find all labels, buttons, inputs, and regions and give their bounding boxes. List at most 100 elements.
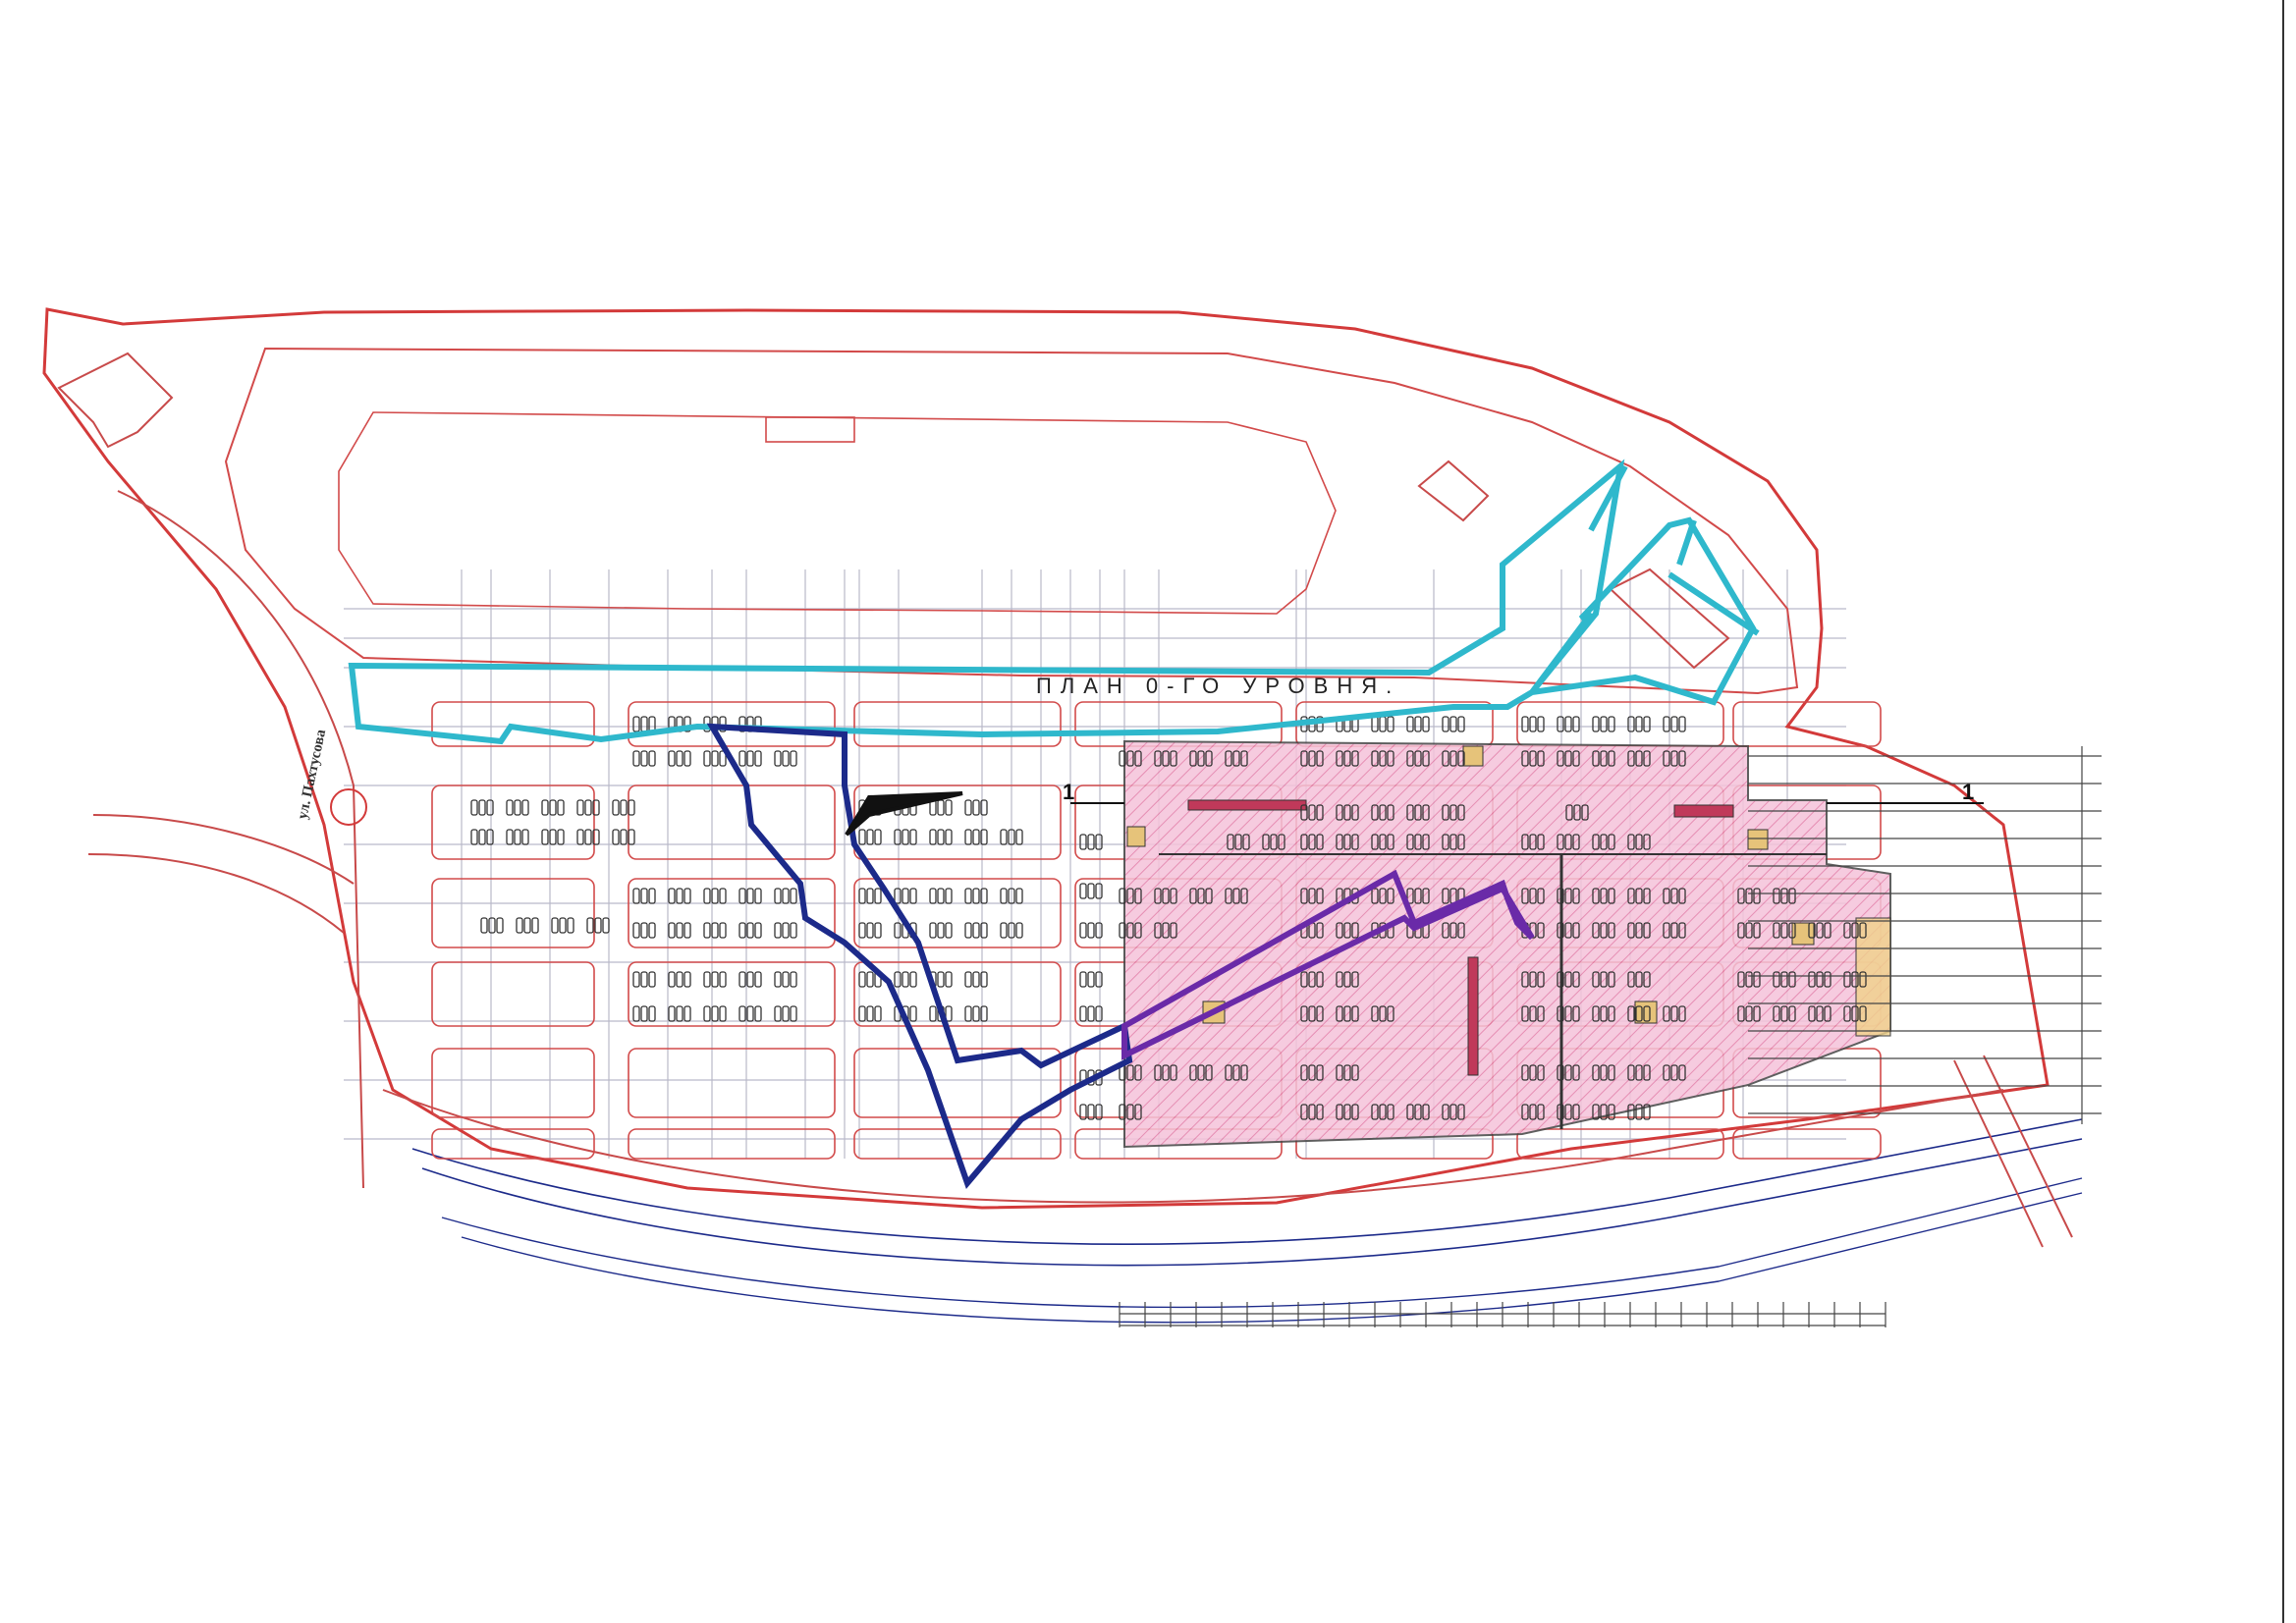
parking-stall-icon: [902, 971, 909, 988]
parking-stall-icon: [557, 829, 565, 845]
parking-stall-icon: [1371, 804, 1379, 821]
parking-stall-icon: [1343, 1064, 1351, 1081]
right-road-branch-1: [1953, 1059, 2044, 1248]
parking-stall-icon: [980, 922, 988, 939]
parking-stall-icon: [1851, 922, 1859, 939]
parking-stall-icon: [972, 799, 980, 816]
parking-block: [853, 1048, 1062, 1118]
parking-stall-icon: [1843, 922, 1851, 939]
parking-stall-icon: [1371, 716, 1379, 732]
parking-block: [628, 1128, 836, 1160]
parking-stall-icon: [754, 888, 762, 904]
parking-stall-icon: [488, 917, 496, 934]
parking-stall-icon: [1442, 1104, 1449, 1120]
parking-stall-icon: [894, 971, 902, 988]
parking-stall-icon: [1343, 804, 1351, 821]
parking-stall-icon: [1015, 829, 1023, 845]
parking-stall-icon: [1225, 888, 1232, 904]
parking-stall-icon: [478, 799, 486, 816]
parking-stall-icon: [470, 799, 478, 816]
parking-stall-icon: [711, 922, 719, 939]
parking-block: [1074, 701, 1283, 747]
parking-stall-icon: [683, 922, 691, 939]
parking-stall-icon: [1008, 922, 1015, 939]
parking-stall-icon: [711, 1005, 719, 1022]
parking-stall-icon: [1015, 922, 1023, 939]
parking-stall-icon: [1600, 750, 1608, 767]
parking-stall-icon: [1678, 750, 1686, 767]
parking-stall-icon: [1627, 750, 1635, 767]
parking-stall-icon: [1635, 1005, 1643, 1022]
parking-stall-icon: [1205, 888, 1213, 904]
parking-stall-icon: [1227, 834, 1234, 850]
parking-stall-icon: [972, 888, 980, 904]
parking-stall-icon: [1529, 834, 1537, 850]
parking-stall-icon: [1537, 888, 1545, 904]
parking-stall-icon: [1564, 922, 1572, 939]
parking-stall-icon: [683, 888, 691, 904]
parking-stall-icon: [1262, 834, 1270, 850]
parking-stall-icon: [1572, 971, 1580, 988]
parking-stall-icon: [1087, 922, 1095, 939]
parking-stall-icon: [1134, 888, 1142, 904]
parking-stall-icon: [1387, 1104, 1394, 1120]
parking-stall-icon: [668, 888, 676, 904]
road-lower-edge-2: [421, 1138, 2083, 1267]
parking-stall-icon: [929, 1005, 937, 1022]
parking-stall-icon: [1572, 1064, 1580, 1081]
parking-stall-icon: [1608, 1064, 1615, 1081]
parking-stall-icon: [1422, 1104, 1430, 1120]
parking-stall-icon: [576, 829, 584, 845]
parking-stall-icon: [1449, 804, 1457, 821]
parking-stall-icon: [1162, 750, 1170, 767]
parking-stall-icon: [972, 1005, 980, 1022]
parking-stall-icon: [1572, 716, 1580, 732]
parking-stall-icon: [1753, 922, 1761, 939]
parking-stall-icon: [1308, 1104, 1316, 1120]
parking-stall-icon: [668, 971, 676, 988]
parking-stall-icon: [1635, 922, 1643, 939]
parking-stall-icon: [858, 1005, 866, 1022]
parking-stall-icon: [1087, 1005, 1095, 1022]
parking-stall-icon: [1643, 1104, 1651, 1120]
parking-stall-icon: [1406, 804, 1414, 821]
cyan-route-spur: [1588, 464, 1760, 636]
parking-stall-icon: [1608, 1104, 1615, 1120]
parking-stall-icon: [470, 829, 478, 845]
parking-stall-icon: [1608, 971, 1615, 988]
stair-core-6: [1126, 826, 1146, 847]
parking-block: [431, 1048, 595, 1118]
parking-stall-icon: [620, 799, 628, 816]
parking-stall-icon: [945, 888, 953, 904]
parking-stall-icon: [1371, 834, 1379, 850]
left-street-2: [92, 814, 355, 885]
parking-stall-icon: [1154, 1064, 1162, 1081]
parking-stall-icon: [858, 922, 866, 939]
parking-stall-icon: [478, 829, 486, 845]
parking-block: [431, 784, 595, 860]
parking-stall-icon: [1422, 888, 1430, 904]
parking-stall-icon: [1808, 1005, 1816, 1022]
parking-stall-icon: [866, 922, 874, 939]
parking-stall-icon: [1678, 888, 1686, 904]
parking-stall-icon: [1079, 834, 1087, 850]
parking-stall-icon: [1457, 834, 1465, 850]
parking-stall-icon: [703, 888, 711, 904]
parking-stall-icon: [1745, 971, 1753, 988]
parking-stall-icon: [909, 1005, 917, 1022]
parking-stall-icon: [1643, 971, 1651, 988]
parking-stall-icon: [1737, 1005, 1745, 1022]
parking-stall-icon: [1565, 804, 1573, 821]
parking-stall-icon: [640, 716, 648, 732]
parking-stall-icon: [1788, 888, 1796, 904]
parking-stall-icon: [1521, 888, 1529, 904]
parking-stall-icon: [703, 750, 711, 767]
parking-stall-icon: [858, 971, 866, 988]
parking-stall-icon: [592, 829, 600, 845]
parking-stall-icon: [1414, 1104, 1422, 1120]
parking-stall-icon: [1387, 716, 1394, 732]
parking-stall-icon: [774, 971, 782, 988]
parking-stall-icon: [754, 922, 762, 939]
parking-stall-icon: [1119, 922, 1126, 939]
parking-stall-icon: [1521, 1104, 1529, 1120]
